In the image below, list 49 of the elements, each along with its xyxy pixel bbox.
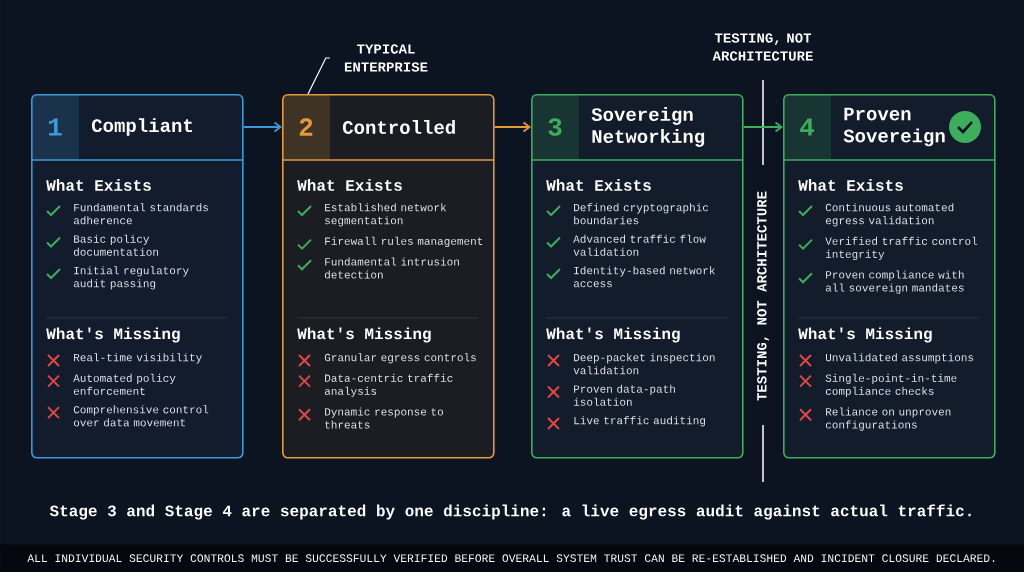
list-item: Deep-packet inspection validation bbox=[573, 353, 715, 375]
section-heading: What Exists bbox=[297, 179, 402, 191]
step-number: 3 bbox=[548, 118, 562, 136]
list-item: Automated policy enforcement bbox=[73, 373, 176, 395]
list-item: Basic policy documentation bbox=[73, 234, 159, 256]
section-heading: What Exists bbox=[546, 179, 651, 191]
card-title: Controlled bbox=[342, 120, 455, 134]
card-title: Compliant bbox=[91, 118, 192, 136]
arrow bbox=[493, 121, 531, 133]
section-heading: What's Missing bbox=[46, 327, 180, 343]
section-heading: What's Missing bbox=[297, 327, 431, 343]
arrow bbox=[242, 121, 282, 133]
list-item: Identity-based network access bbox=[573, 266, 715, 288]
list-item: Single-point-in-time compliance checks bbox=[825, 373, 957, 398]
step-number: 2 bbox=[299, 118, 313, 136]
list-item: Proven compliance with all sovereign mandates bbox=[825, 270, 964, 294]
list-item: Continuous automated egress validation bbox=[825, 203, 954, 227]
list-item: Firewall rules management bbox=[325, 236, 483, 248]
list-item: Established network segmentation bbox=[325, 203, 447, 227]
list-item: Real-time visibility bbox=[74, 353, 202, 364]
arrow bbox=[742, 121, 783, 133]
summary-text: Stage 3 and Stage 4 are separated by one discipline: a live egress audit against actual traffic. bbox=[49, 504, 971, 520]
card-title: Sovereign Networking bbox=[591, 107, 705, 147]
list-item: Unvalidated assumptions bbox=[825, 353, 974, 364]
list-item: Reliance on unproven configurations bbox=[825, 407, 951, 431]
step-number: 4 bbox=[800, 118, 815, 136]
list-item: Initial regulatory audit passing bbox=[73, 266, 189, 290]
list-item: Live traffic auditing bbox=[574, 416, 705, 427]
callout-text: TYPICAL ENTERPRISE bbox=[344, 44, 428, 72]
section-heading: What's Missing bbox=[798, 327, 932, 343]
list-item: Comprehensive control over data movement bbox=[73, 405, 209, 427]
section-heading: What's Missing bbox=[546, 327, 680, 343]
step-number: 1 bbox=[48, 118, 62, 136]
card-title: Proven Sovereign bbox=[843, 107, 945, 147]
list-item: Data-centric traffic analysis bbox=[324, 373, 453, 398]
list-item: Fundamental standards adherence bbox=[73, 203, 208, 225]
leader-line bbox=[307, 57, 331, 95]
section-heading: What Exists bbox=[798, 179, 903, 191]
section-heading: What Exists bbox=[46, 179, 151, 191]
vertical-label: TESTING, NOT ARCHITECTURE bbox=[757, 191, 769, 401]
list-item: Advanced traffic flow validation bbox=[573, 234, 706, 256]
list-item: Granular egress controls bbox=[324, 353, 476, 364]
list-item: Fundamental intrusion detection bbox=[324, 257, 459, 279]
list-item: Defined cryptographic boundaries bbox=[574, 203, 709, 225]
list-item: Proven data-path isolation bbox=[574, 384, 675, 406]
list-item: Verified traffic control integrity bbox=[825, 236, 978, 261]
list-item: Dynamic response to threats bbox=[325, 407, 443, 429]
callout-text: TESTING, NOT ARCHITECTURE bbox=[712, 33, 813, 61]
footer-banner: ALL INDIVIDUAL SECURITY CONTROLS MUST BE SUCCESSFULLY VERIFIED BEFORE OVERALL SYSTEM TRUST CAN BE RE-ESTABLISHED AND INCIDENT CLOSURE DECLARED. bbox=[0, 544, 1024, 572]
